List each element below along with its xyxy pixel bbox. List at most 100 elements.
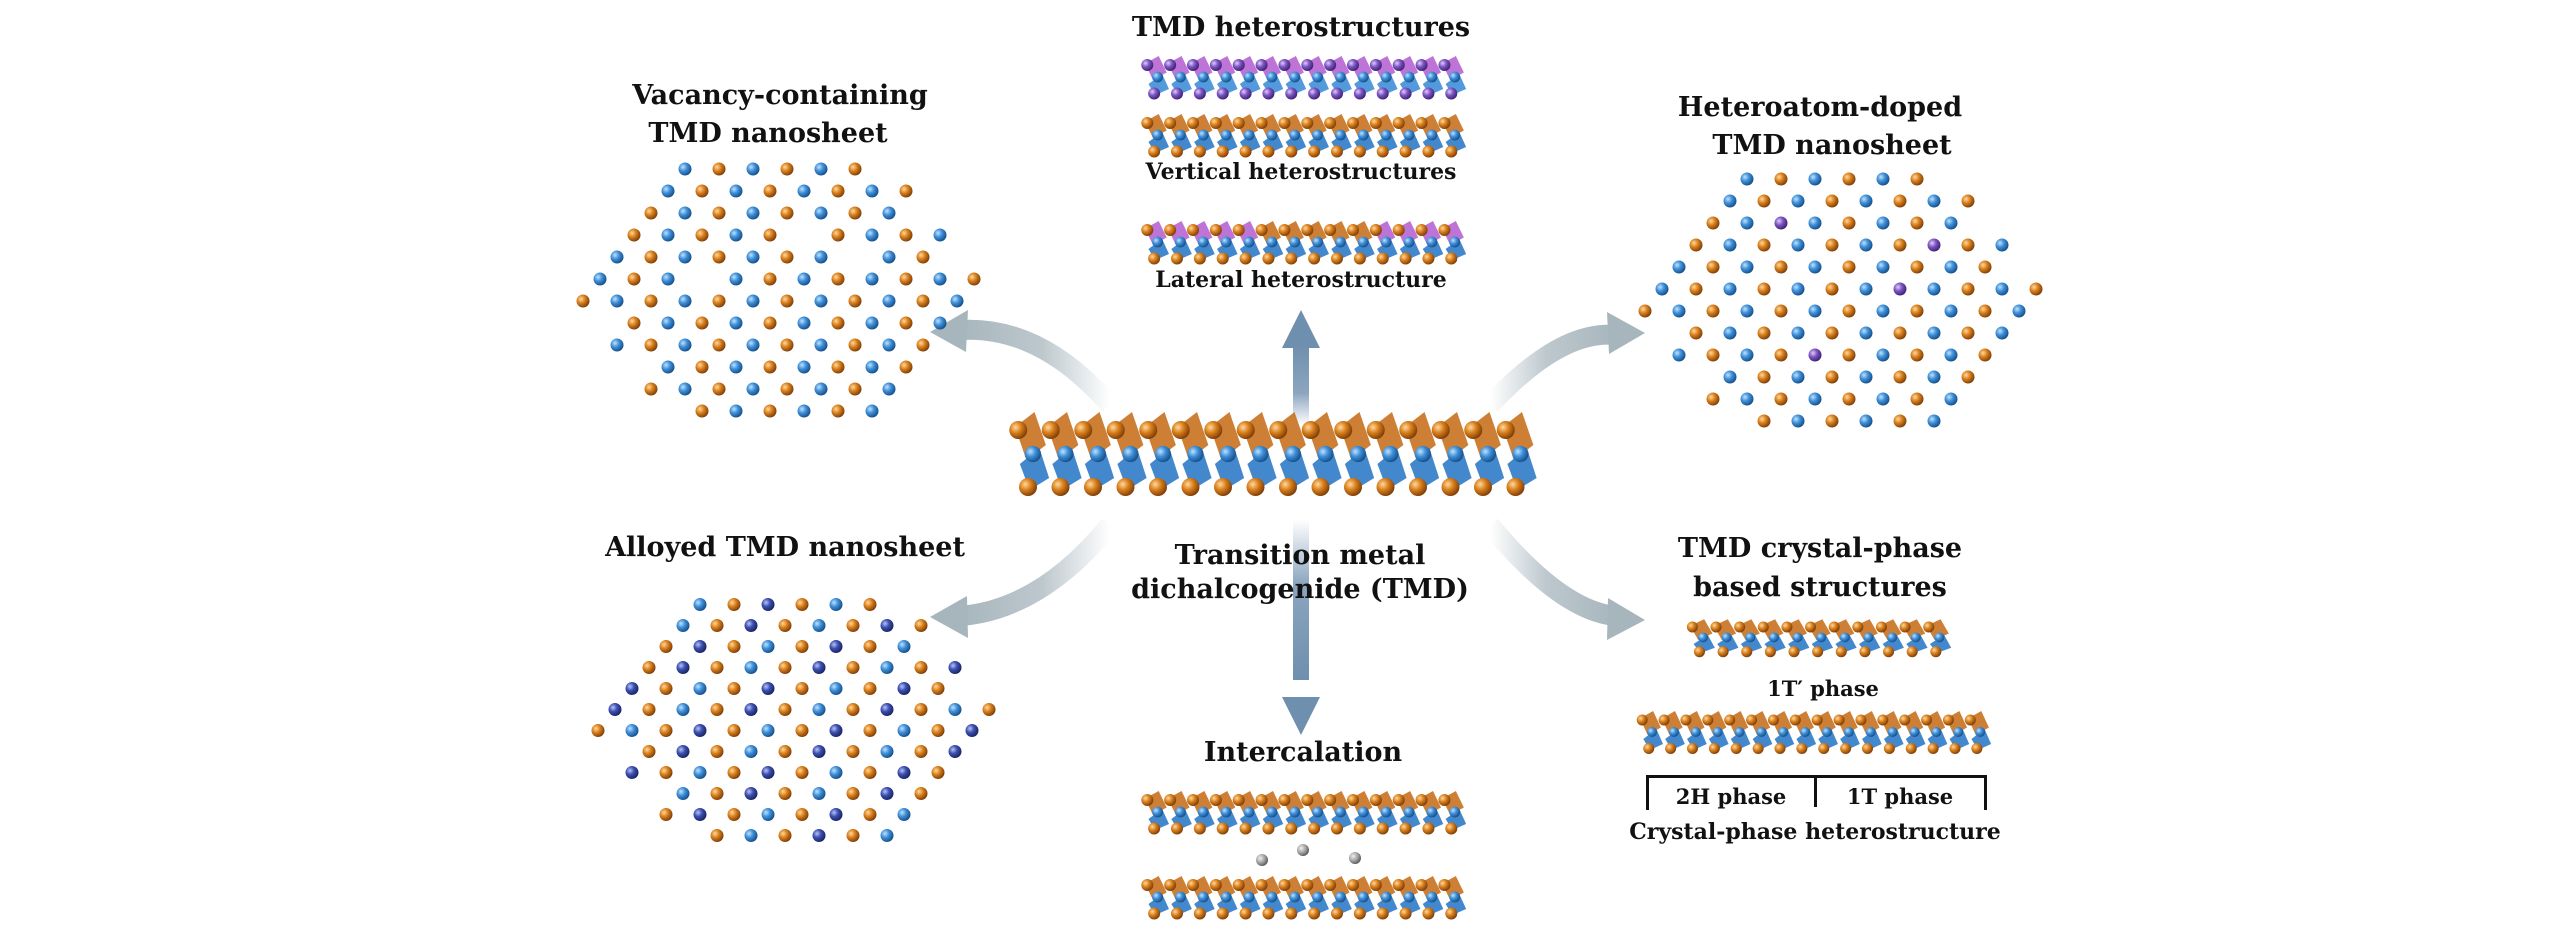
lattice-atom	[1893, 282, 1907, 296]
arrow-bottom-left	[930, 518, 1118, 638]
chalcogen-atom	[1506, 478, 1525, 496]
lattice-atom	[710, 787, 724, 800]
lattice-atom	[780, 382, 794, 396]
lattice-atom	[1774, 392, 1788, 406]
lattice-atom	[695, 360, 709, 374]
lattice-atom	[693, 682, 707, 695]
lattice-atom	[608, 703, 622, 716]
chalcogen-atom	[1171, 87, 1183, 100]
tmd-layer	[1636, 711, 1992, 754]
lattice-atom	[1672, 304, 1686, 318]
chalcogen-atom	[1285, 145, 1298, 158]
chalcogen-atom	[1324, 59, 1337, 71]
lattice-atom	[931, 724, 945, 737]
intercalation-layers	[1141, 791, 1467, 920]
metal-atom	[1934, 632, 1945, 643]
metal-atom	[1312, 129, 1323, 141]
lattice-atom	[829, 640, 843, 653]
metal-atom	[1312, 236, 1323, 248]
chalcogen-atom	[1301, 794, 1314, 806]
lattice-atom	[761, 808, 775, 821]
chalcogen-atom	[1812, 646, 1824, 658]
metal-atom	[1349, 445, 1366, 463]
metal-atom	[1403, 891, 1415, 903]
lattice-atom	[1927, 238, 1941, 252]
lattice-atom	[846, 745, 860, 758]
metal-atom	[1266, 71, 1278, 83]
chalcogen-atom	[1214, 478, 1232, 496]
lattice-atom	[727, 766, 741, 779]
lattice-atom	[848, 338, 862, 352]
metal-atom	[1089, 445, 1106, 463]
chalcogen-atom	[1347, 879, 1359, 891]
chalcogen-atom	[1301, 879, 1314, 891]
lattice-atom	[761, 766, 775, 779]
lattice-atom	[1689, 282, 1703, 296]
lattice-atom	[863, 640, 877, 653]
chalcogen-atom	[1840, 743, 1852, 754]
lattice-atom	[831, 272, 845, 286]
chalcogen-atom	[1308, 907, 1321, 920]
chalcogen-atom	[1399, 907, 1412, 920]
lattice-atom	[644, 206, 658, 220]
chalcogen-atom	[1930, 646, 1942, 658]
lattice-atom	[882, 382, 896, 396]
metal-atom	[1839, 632, 1850, 643]
metal-atom	[1910, 632, 1921, 643]
chalcogen-atom	[1106, 421, 1125, 439]
lattice-atom	[1825, 326, 1839, 340]
lattice-atom	[727, 808, 741, 821]
crystal-phase-title-line2: based structures	[1693, 572, 1947, 603]
lattice-atom	[863, 766, 877, 779]
lattice-atom	[1961, 238, 1975, 252]
lattice-atom	[1723, 238, 1737, 252]
lattice-atom	[661, 184, 675, 198]
lattice-atom	[863, 682, 877, 695]
lattice-atom	[746, 382, 760, 396]
lattice-atom	[1961, 370, 1975, 384]
tmd-layer	[1009, 412, 1537, 496]
lattice-atom	[761, 598, 775, 611]
lattice-atom	[897, 682, 911, 695]
chalcogen-atom	[1730, 743, 1742, 754]
metal-atom	[1289, 236, 1301, 248]
lattice-atom	[693, 766, 707, 779]
metal-atom	[1197, 71, 1209, 83]
lattice-atom	[899, 228, 913, 242]
lattice-atom	[659, 766, 673, 779]
lattice-atom	[797, 184, 811, 198]
lattice-atom	[1893, 326, 1907, 340]
metal-atom	[1122, 445, 1139, 463]
center-label-line2: dichalcogenide (TMD)	[1131, 574, 1469, 605]
lattice-atom	[661, 316, 675, 330]
lattice-atom	[882, 206, 896, 220]
chalcogen-atom	[1366, 421, 1385, 439]
chalcogen-atom	[1392, 879, 1405, 891]
lattice-atom	[795, 808, 809, 821]
chalcogen-atom	[1209, 224, 1222, 236]
lattice-atom	[1927, 326, 1941, 340]
lattice-atom	[1995, 326, 2009, 340]
chalcogen-atom	[1141, 224, 1154, 236]
lattice-atom	[797, 404, 811, 418]
lattice-atom	[812, 619, 826, 632]
metal-atom	[1220, 806, 1232, 818]
doped-nanosheet	[1638, 172, 2043, 428]
lattice-atom	[812, 661, 826, 674]
chalcogen-atom	[1164, 117, 1177, 129]
lattice-atom	[950, 294, 964, 308]
metal-atom	[1220, 71, 1232, 83]
lattice-atom	[829, 598, 843, 611]
chalcogen-atom	[1255, 117, 1268, 129]
lattice-atom	[831, 316, 845, 330]
lattice-atom	[1842, 216, 1856, 230]
top-title: TMD heterostructures	[1131, 12, 1471, 43]
chalcogen-atom	[1262, 252, 1275, 265]
chalcogen-atom	[1353, 87, 1366, 100]
lattice-atom	[676, 745, 690, 758]
metal-atom	[1426, 129, 1438, 141]
metal-atom	[1152, 236, 1163, 248]
chalcogen-atom	[1278, 224, 1291, 236]
metal-atom	[1284, 445, 1301, 463]
chalcogen-atom	[1392, 794, 1405, 806]
